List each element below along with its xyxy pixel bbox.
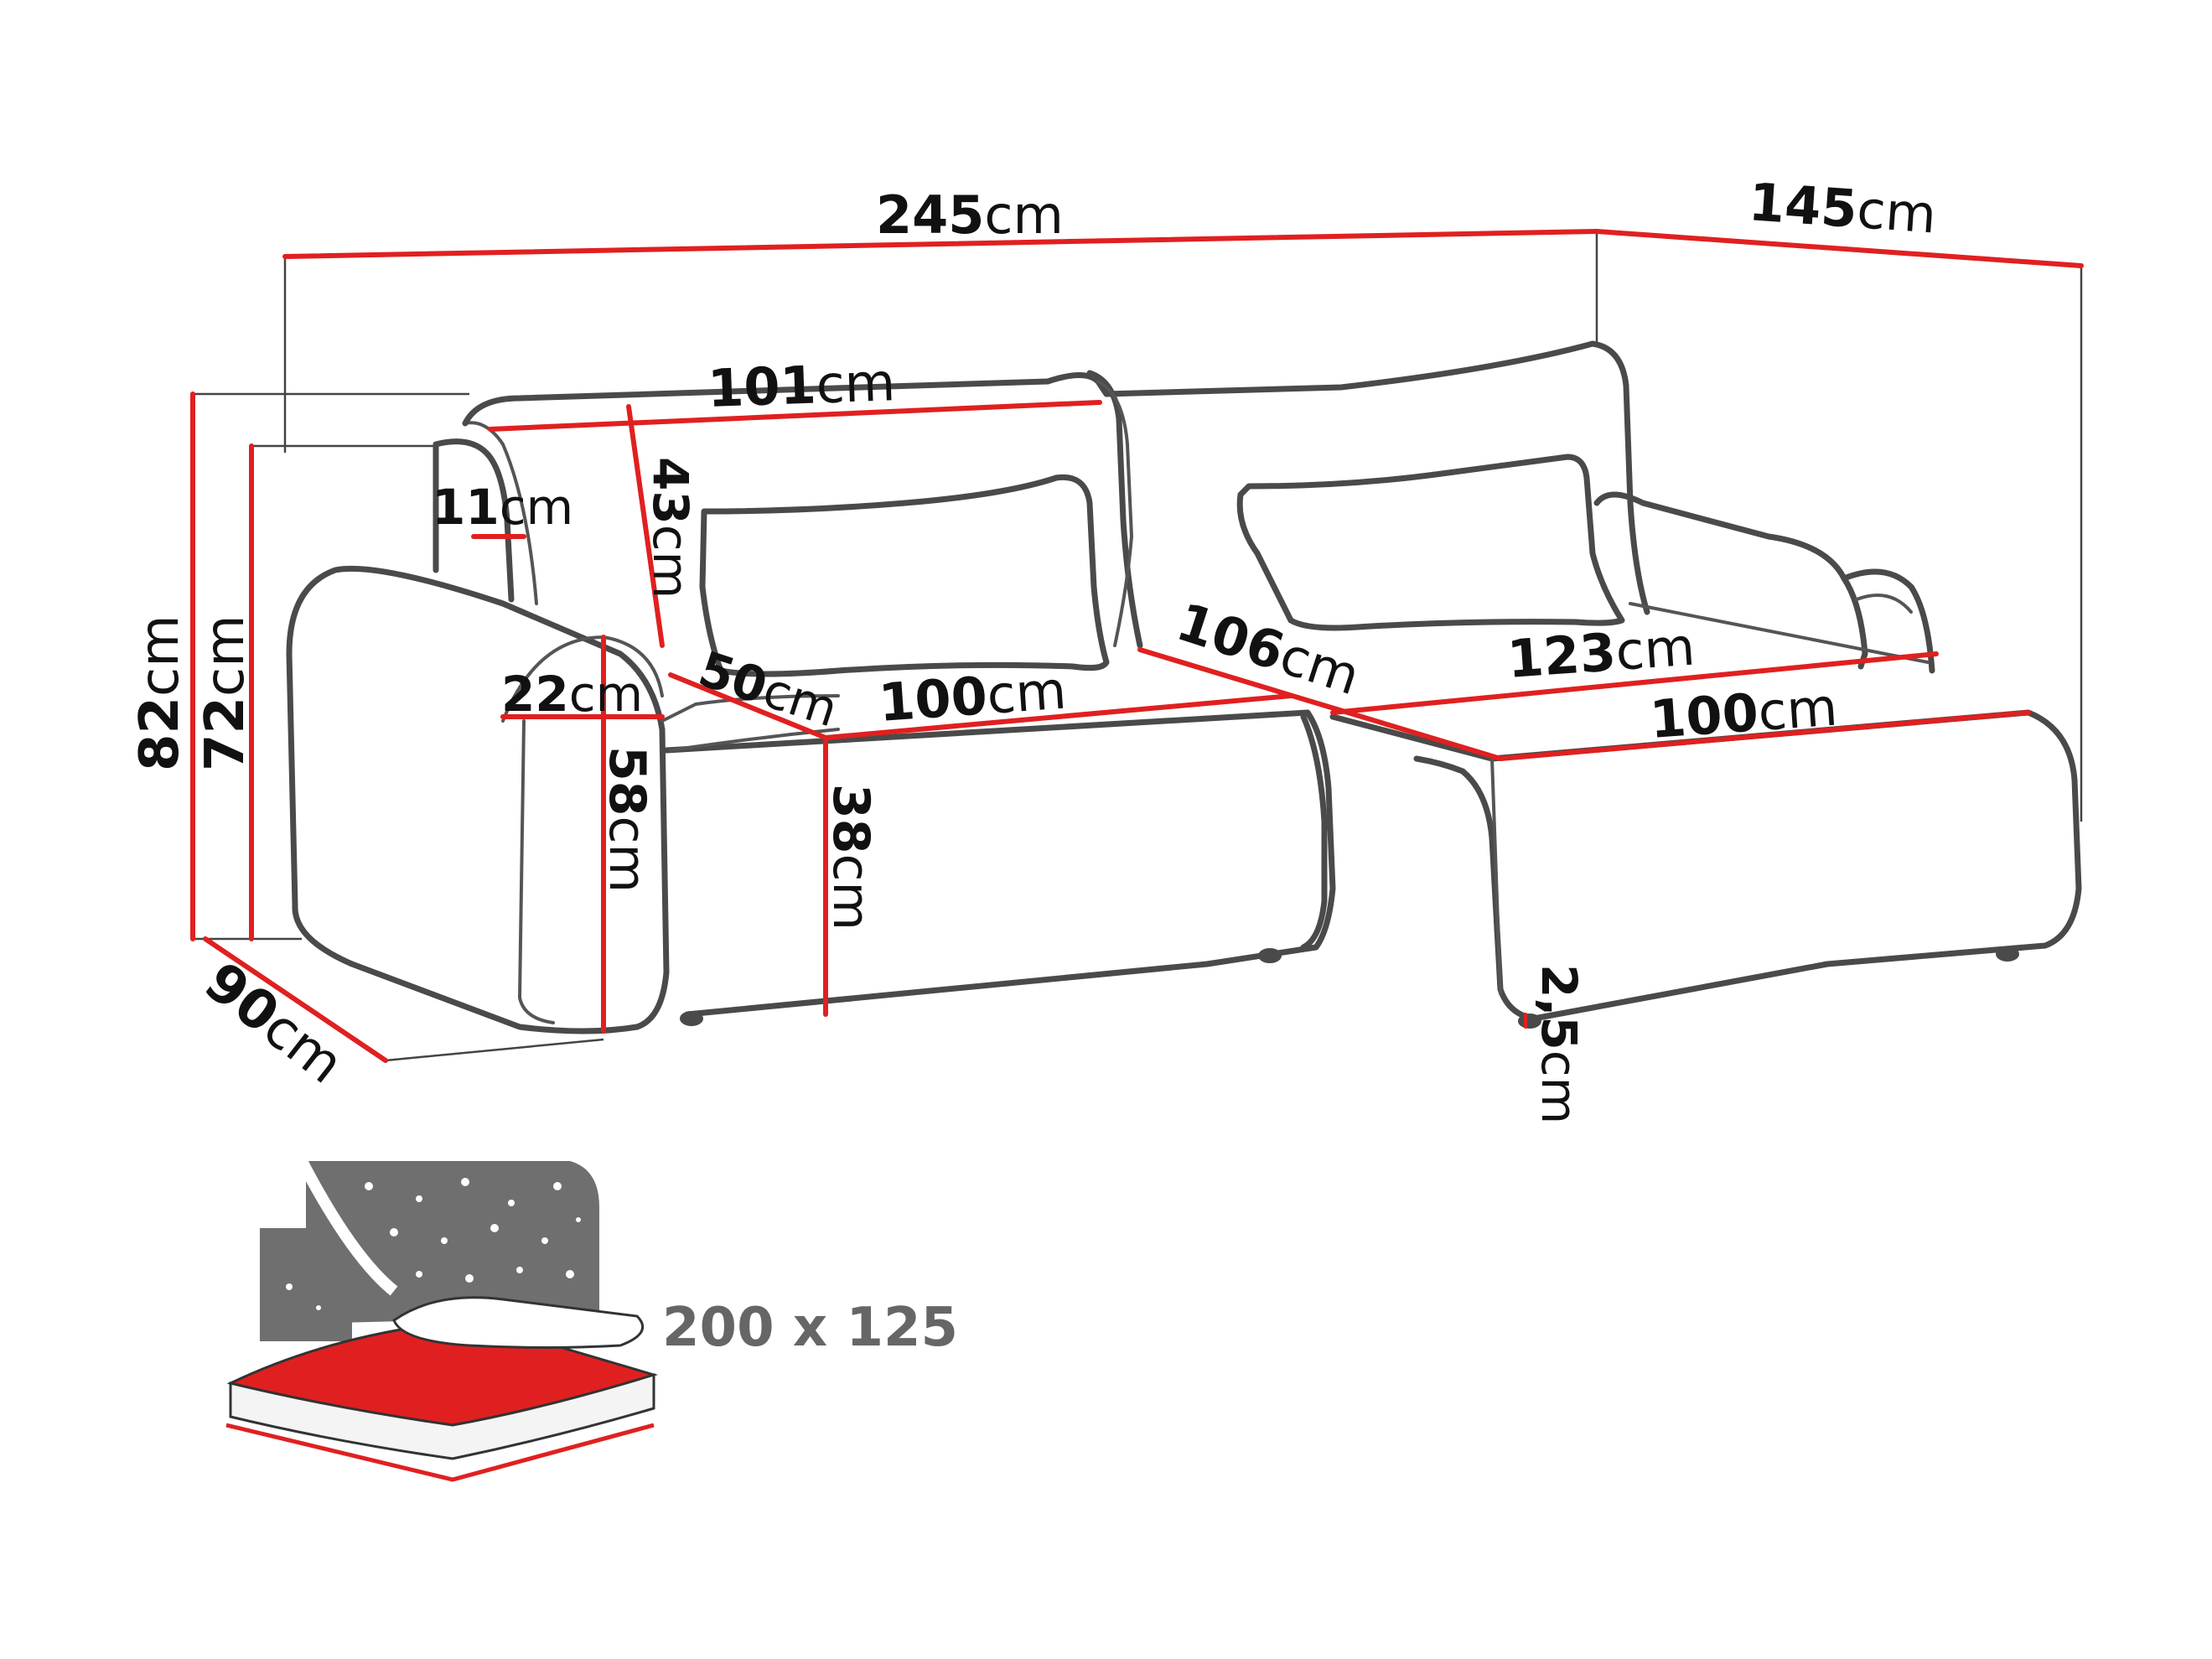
- label-backrest-height: 43cm: [642, 457, 699, 599]
- backrest-top: [462, 340, 1650, 615]
- star-icon: [286, 1178, 581, 1310]
- label-back-height: 72cm: [194, 614, 256, 771]
- label-armrest-height: 58cm: [598, 746, 656, 893]
- mattress-side: [229, 1372, 655, 1460]
- label-total-height: 82cm: [129, 614, 191, 771]
- label-seat-depth: 50cm: [692, 640, 845, 739]
- sleeping-area-icon: 200 x 125: [225, 1158, 958, 1482]
- sleeping-area-label: 200 x 125: [662, 1297, 958, 1359]
- chaise-top: [1329, 709, 2082, 1022]
- left-armrest-inner: [501, 635, 664, 723]
- label-seat-width: 100cm: [877, 660, 1068, 734]
- label-leg-height: 2,5cm: [1531, 964, 1588, 1124]
- sofa-outline: [286, 340, 2082, 1034]
- seat-front: [663, 709, 1336, 1018]
- label-armrest-width: 22cm: [501, 666, 643, 723]
- leg: [1996, 946, 2019, 962]
- label-chaise-width: 100cm: [1648, 677, 1839, 750]
- label-total-width: 245cm: [876, 184, 1064, 246]
- dimension-lines: [190, 229, 2084, 1063]
- extension-lines: [193, 231, 2083, 1062]
- label-armrest-top: 11cm: [432, 479, 573, 536]
- right-pillow: [1236, 454, 1625, 631]
- leg: [680, 1011, 703, 1026]
- label-backrest-width: 101cm: [707, 351, 896, 419]
- left-pillow: [699, 474, 1110, 677]
- label-seat-height: 38cm: [821, 784, 880, 931]
- chaise-armrest: [1841, 568, 1935, 674]
- pillow-icon: [392, 1296, 645, 1349]
- label-chaise-depth: 145cm: [1747, 171, 1938, 245]
- leg: [1258, 948, 1282, 963]
- left-armrest: [286, 565, 670, 1034]
- label-chaise-length: 123cm: [1505, 616, 1697, 690]
- back-left-frame: [433, 438, 515, 603]
